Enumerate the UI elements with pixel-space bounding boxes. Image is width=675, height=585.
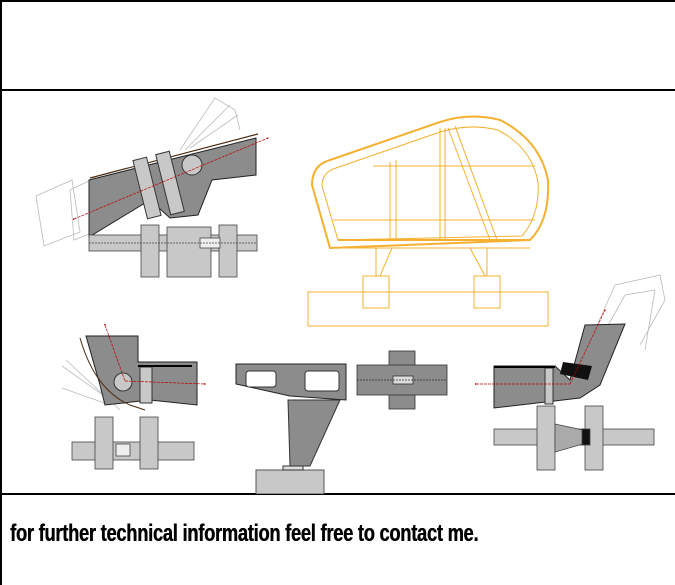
header-divider bbox=[0, 89, 675, 91]
plan-view-bottom-right bbox=[493, 405, 655, 471]
column-bracket-detail bbox=[235, 363, 347, 494]
joint-detail-top-left bbox=[35, 97, 269, 278]
footer-divider bbox=[0, 493, 675, 495]
left-border bbox=[0, 0, 2, 585]
contact-message: for further technical information feel f… bbox=[10, 520, 479, 547]
joint-detail-bottom-left bbox=[61, 323, 207, 470]
cross-section-elevation bbox=[307, 115, 550, 327]
joint-detail-bottom-right bbox=[474, 274, 666, 471]
top-divider bbox=[0, 0, 675, 2]
section-arrow bbox=[72, 137, 269, 221]
splice-plate-plan bbox=[356, 350, 448, 410]
plan-view-top-left bbox=[88, 224, 258, 278]
technical-drawings bbox=[35, 97, 666, 494]
plan-view-bottom-left bbox=[71, 416, 195, 470]
